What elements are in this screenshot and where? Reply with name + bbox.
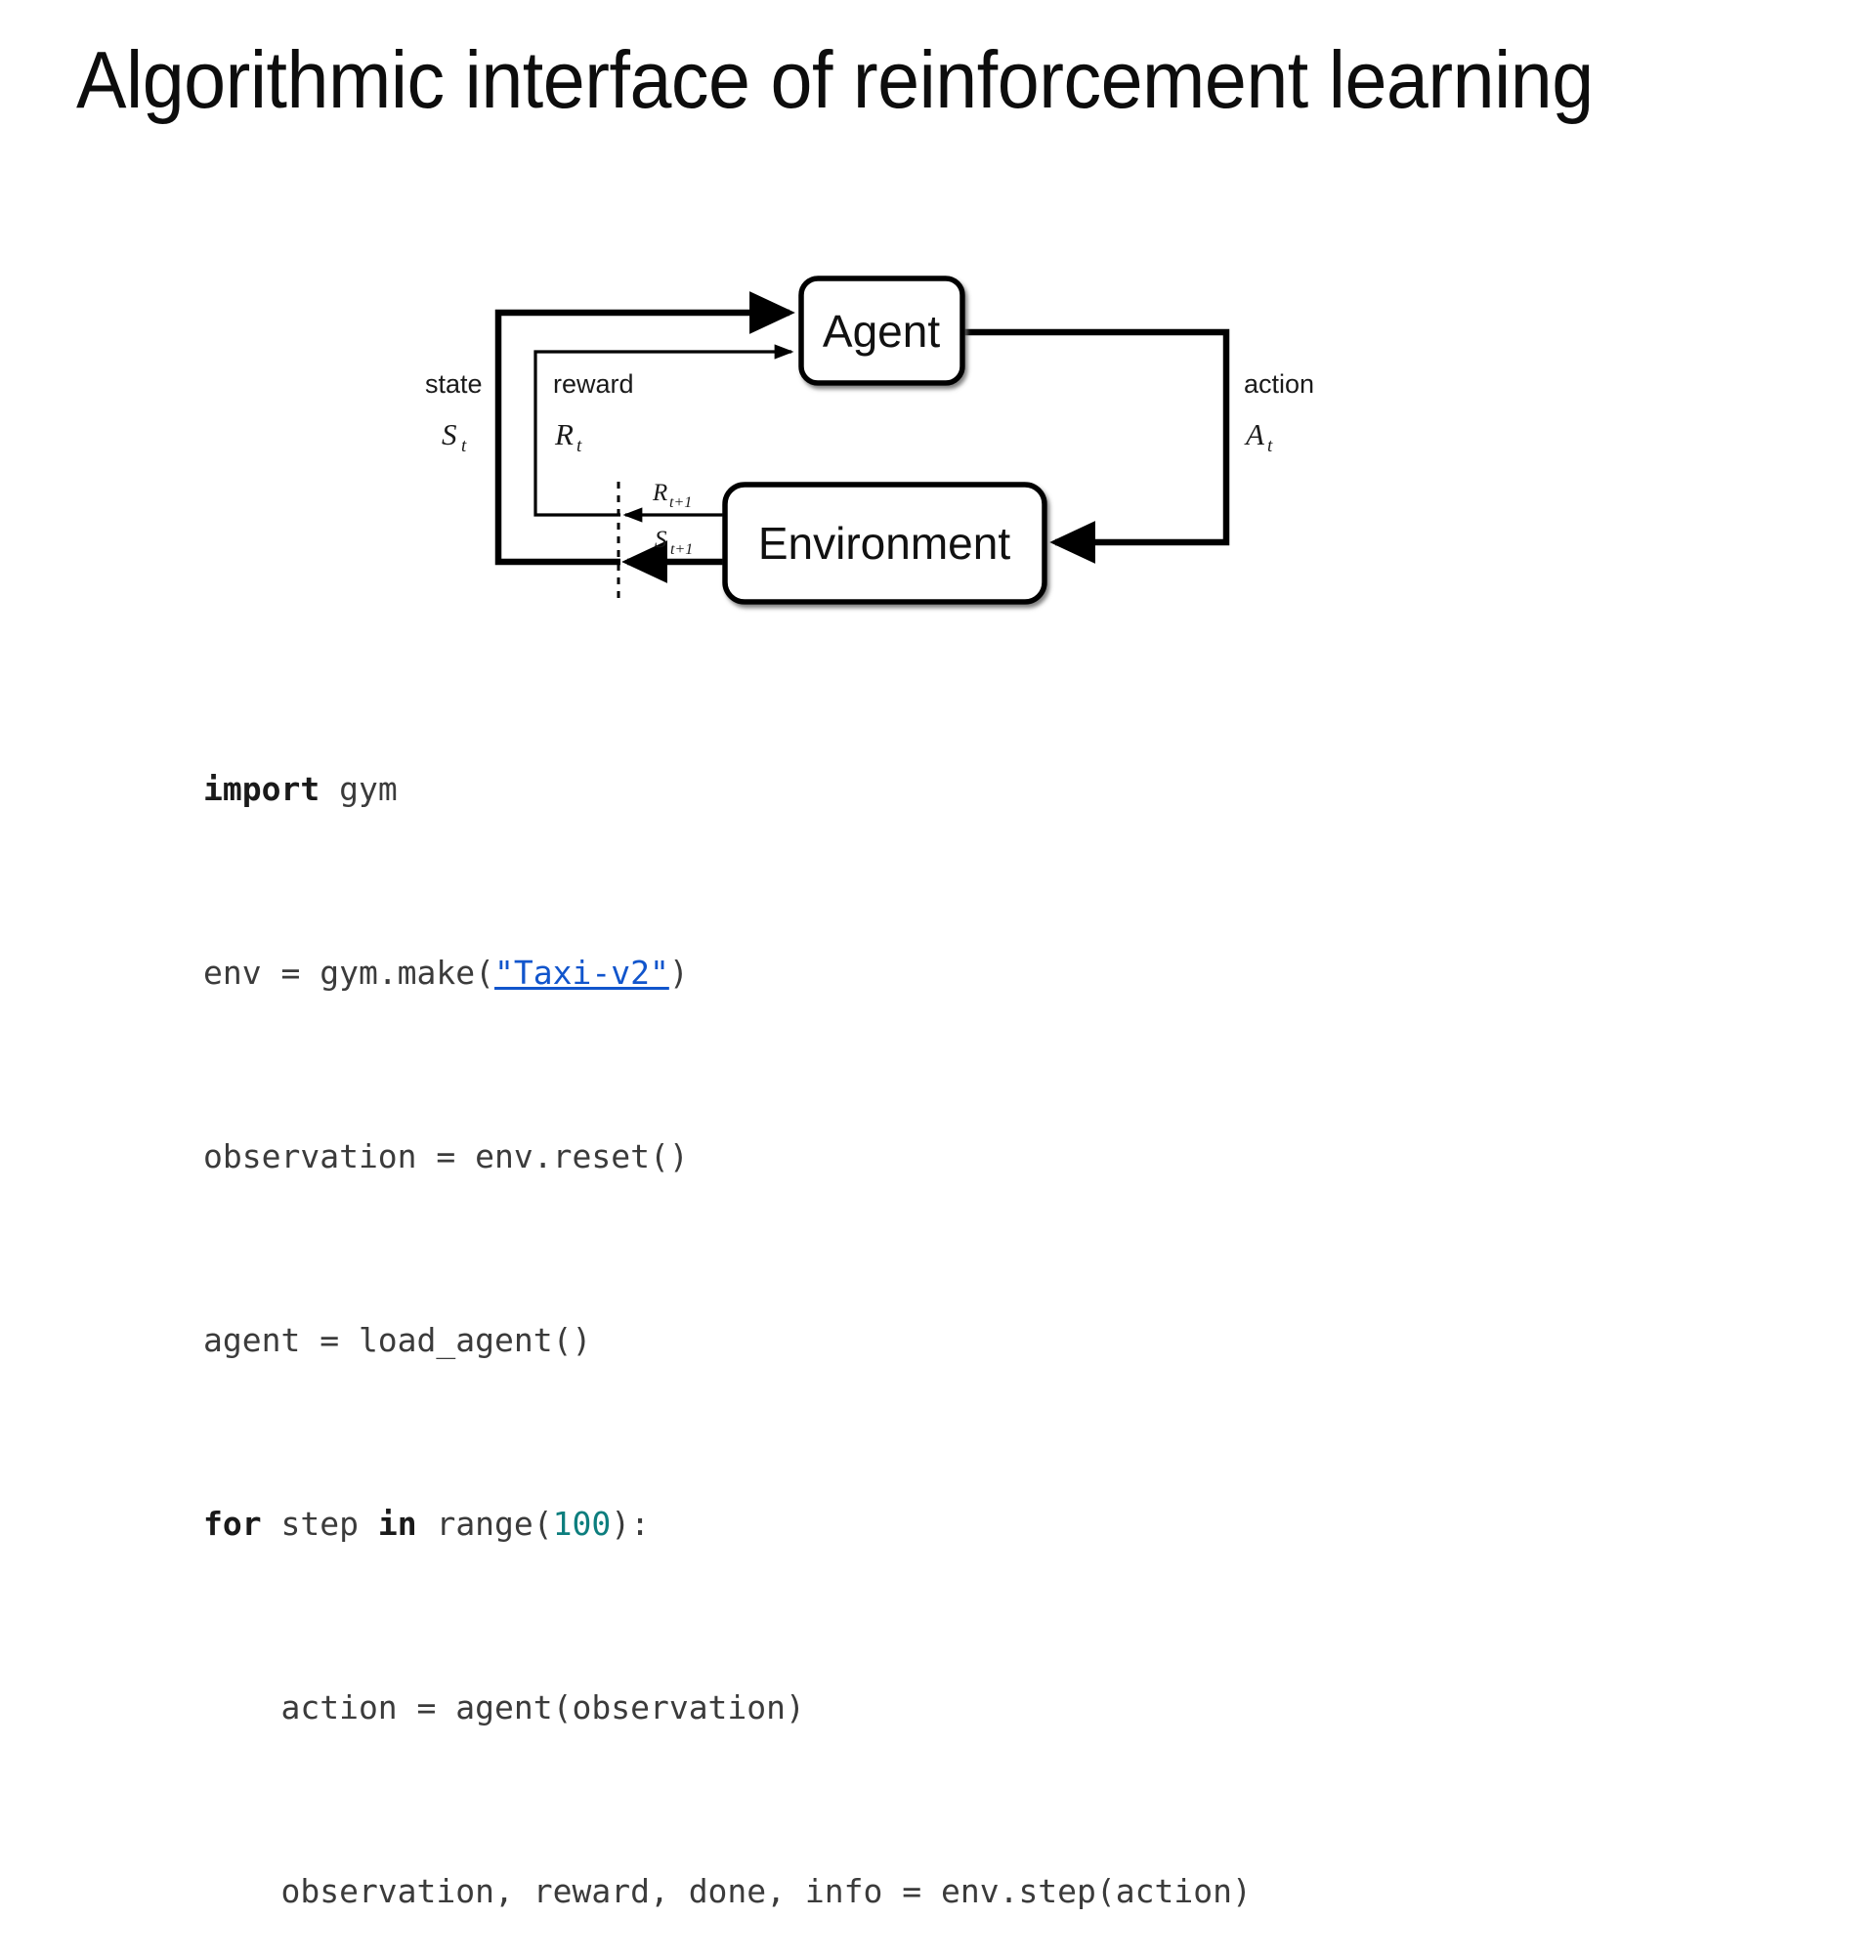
- code-line: action = agent(observation): [203, 1684, 1252, 1730]
- node-environment-label: Environment: [758, 518, 1010, 569]
- code-line: env = gym.make("Taxi-v2"): [203, 950, 1252, 996]
- code-line: for step in range(100):: [203, 1501, 1252, 1547]
- label-next-reward-symbol: R: [652, 480, 667, 506]
- node-agent: Agent: [798, 276, 965, 386]
- label-action-subscript: t: [1267, 436, 1273, 456]
- code-text: agent = load_agent(): [203, 1321, 592, 1359]
- label-state: state S t: [425, 369, 483, 456]
- rl-loop-diagram: Agent Environment state S t reward R t a…: [371, 244, 1524, 635]
- code-line: import gym: [203, 766, 1252, 812]
- code-text: observation, reward, done, info = env.st…: [203, 1872, 1252, 1910]
- edge-reward: [533, 344, 794, 517]
- literal-100: 100: [552, 1505, 612, 1543]
- label-state-subscript: t: [461, 436, 467, 456]
- code-line: observation = env.reset(): [203, 1133, 1252, 1179]
- keyword-in: in: [377, 1505, 417, 1543]
- label-next-state-subscript: t+1: [670, 541, 693, 558]
- label-next-state: S t+1: [655, 527, 693, 558]
- edge-state: [494, 291, 795, 566]
- label-reward-subscript: t: [576, 436, 582, 456]
- code-text: gym: [320, 770, 398, 808]
- node-agent-label: Agent: [823, 306, 940, 357]
- label-action-symbol: A: [1244, 417, 1265, 451]
- keyword-import: import: [203, 770, 320, 808]
- label-next-state-symbol: S: [655, 527, 667, 553]
- code-text: range(: [416, 1505, 553, 1543]
- label-reward: reward R t: [553, 369, 634, 456]
- code-text: step: [261, 1505, 378, 1543]
- node-environment: Environment: [722, 482, 1047, 605]
- code-line: agent = load_agent(): [203, 1317, 1252, 1363]
- label-next-reward: R t+1: [652, 480, 692, 511]
- code-text: ): [668, 954, 689, 992]
- code-text: action = agent(observation): [203, 1688, 805, 1726]
- code-text: ):: [611, 1505, 651, 1543]
- code-text: env = gym.make(: [203, 954, 495, 992]
- label-reward-symbol: R: [554, 417, 574, 451]
- label-action: action A t: [1244, 369, 1314, 456]
- page-title: Algorithmic interface of reinforcement l…: [76, 34, 1594, 125]
- code-block: import gym env = gym.make("Taxi-v2") obs…: [203, 674, 1252, 1960]
- code-line: observation, reward, done, info = env.st…: [203, 1868, 1252, 1914]
- edge-action: [962, 328, 1230, 564]
- code-text: observation = env.reset(): [203, 1137, 689, 1175]
- label-reward-word: reward: [553, 369, 634, 399]
- label-next-reward-subscript: t+1: [669, 494, 692, 511]
- env-id-link[interactable]: "Taxi-v2": [494, 954, 669, 992]
- label-state-word: state: [425, 369, 483, 399]
- label-state-symbol: S: [442, 417, 457, 451]
- keyword-for: for: [203, 1505, 262, 1543]
- label-action-word: action: [1244, 369, 1314, 399]
